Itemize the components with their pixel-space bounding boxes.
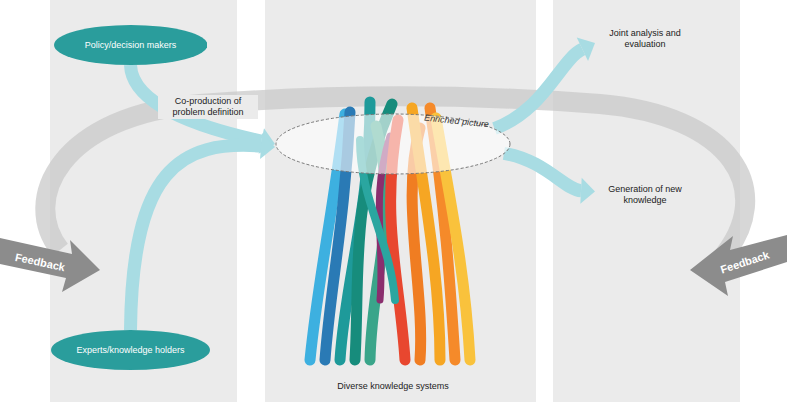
node-text: Generation of new knowledge xyxy=(595,184,695,206)
feedback-arrow xyxy=(690,235,787,296)
node-text: Joint analysis and evaluation xyxy=(595,28,695,50)
flow-arrow xyxy=(504,153,595,204)
panel-label: Diverse knowledge systems xyxy=(300,381,486,392)
outcome-text: Joint analysis and evaluation xyxy=(595,28,695,50)
enriched-ellipse: Enriched picture xyxy=(275,113,511,175)
panel xyxy=(50,0,237,402)
outcome-text: Generation of new knowledge xyxy=(595,184,695,206)
step-label: Co-production of problem definition xyxy=(158,95,258,119)
actor-ellipse: Experts/knowledge holders xyxy=(51,330,210,370)
actor-ellipse: Policy/decision makers xyxy=(54,25,208,65)
panel xyxy=(553,0,740,402)
flow-arrow xyxy=(131,133,276,330)
flow-arrow xyxy=(494,37,595,128)
panel xyxy=(265,0,536,402)
feedback-arrow xyxy=(0,238,100,292)
node-text: Experts/knowledge holders xyxy=(62,345,198,356)
node-text: Policy/decision makers xyxy=(71,40,191,51)
